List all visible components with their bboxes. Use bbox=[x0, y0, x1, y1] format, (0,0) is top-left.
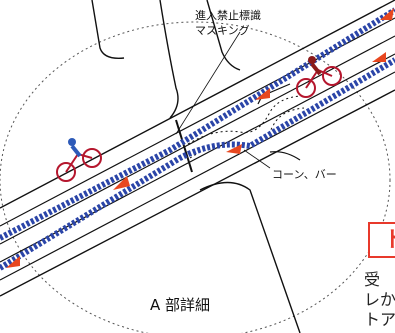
bike-route-lower bbox=[0, 57, 395, 271]
label-sign-masking-1: 進入禁止標識 bbox=[195, 8, 261, 22]
label-cone-bar: コーン、バー bbox=[272, 168, 337, 181]
label-detail-a: A 部詳細 bbox=[150, 296, 210, 314]
body-text-line: 受 bbox=[364, 270, 381, 289]
side-road-top bbox=[206, 0, 241, 71]
road-edge-bottom bbox=[0, 89, 395, 297]
label-sign-masking-2: マスキング bbox=[195, 23, 250, 37]
arrow-red-1 bbox=[6, 8, 394, 268]
body-text-line: トア bbox=[364, 310, 395, 329]
body-text-line: レか bbox=[364, 290, 395, 309]
masking-bar bbox=[175, 119, 193, 173]
cyclist-left-icon bbox=[56, 138, 102, 182]
cone-bar-line bbox=[187, 95, 301, 145]
callout-title: ト bbox=[384, 228, 395, 254]
side-road-left bbox=[91, 0, 125, 59]
road-edge-lower-b bbox=[0, 71, 395, 281]
leader-cone bbox=[243, 149, 271, 169]
leader-masking bbox=[175, 31, 241, 135]
bike-route-upper bbox=[0, 7, 395, 241]
side-road-right bbox=[199, 181, 301, 333]
callout-box: ト bbox=[368, 222, 395, 258]
road-edge-mid-lower bbox=[0, 35, 395, 245]
cyclist-right-icon bbox=[296, 56, 342, 98]
side-road-right-b bbox=[269, 151, 301, 161]
road-edge-top bbox=[0, 0, 395, 209]
detail-circle bbox=[0, 21, 391, 333]
side-road-left-inner bbox=[159, 0, 179, 119]
body-text: 受 レか トア bbox=[364, 270, 395, 330]
